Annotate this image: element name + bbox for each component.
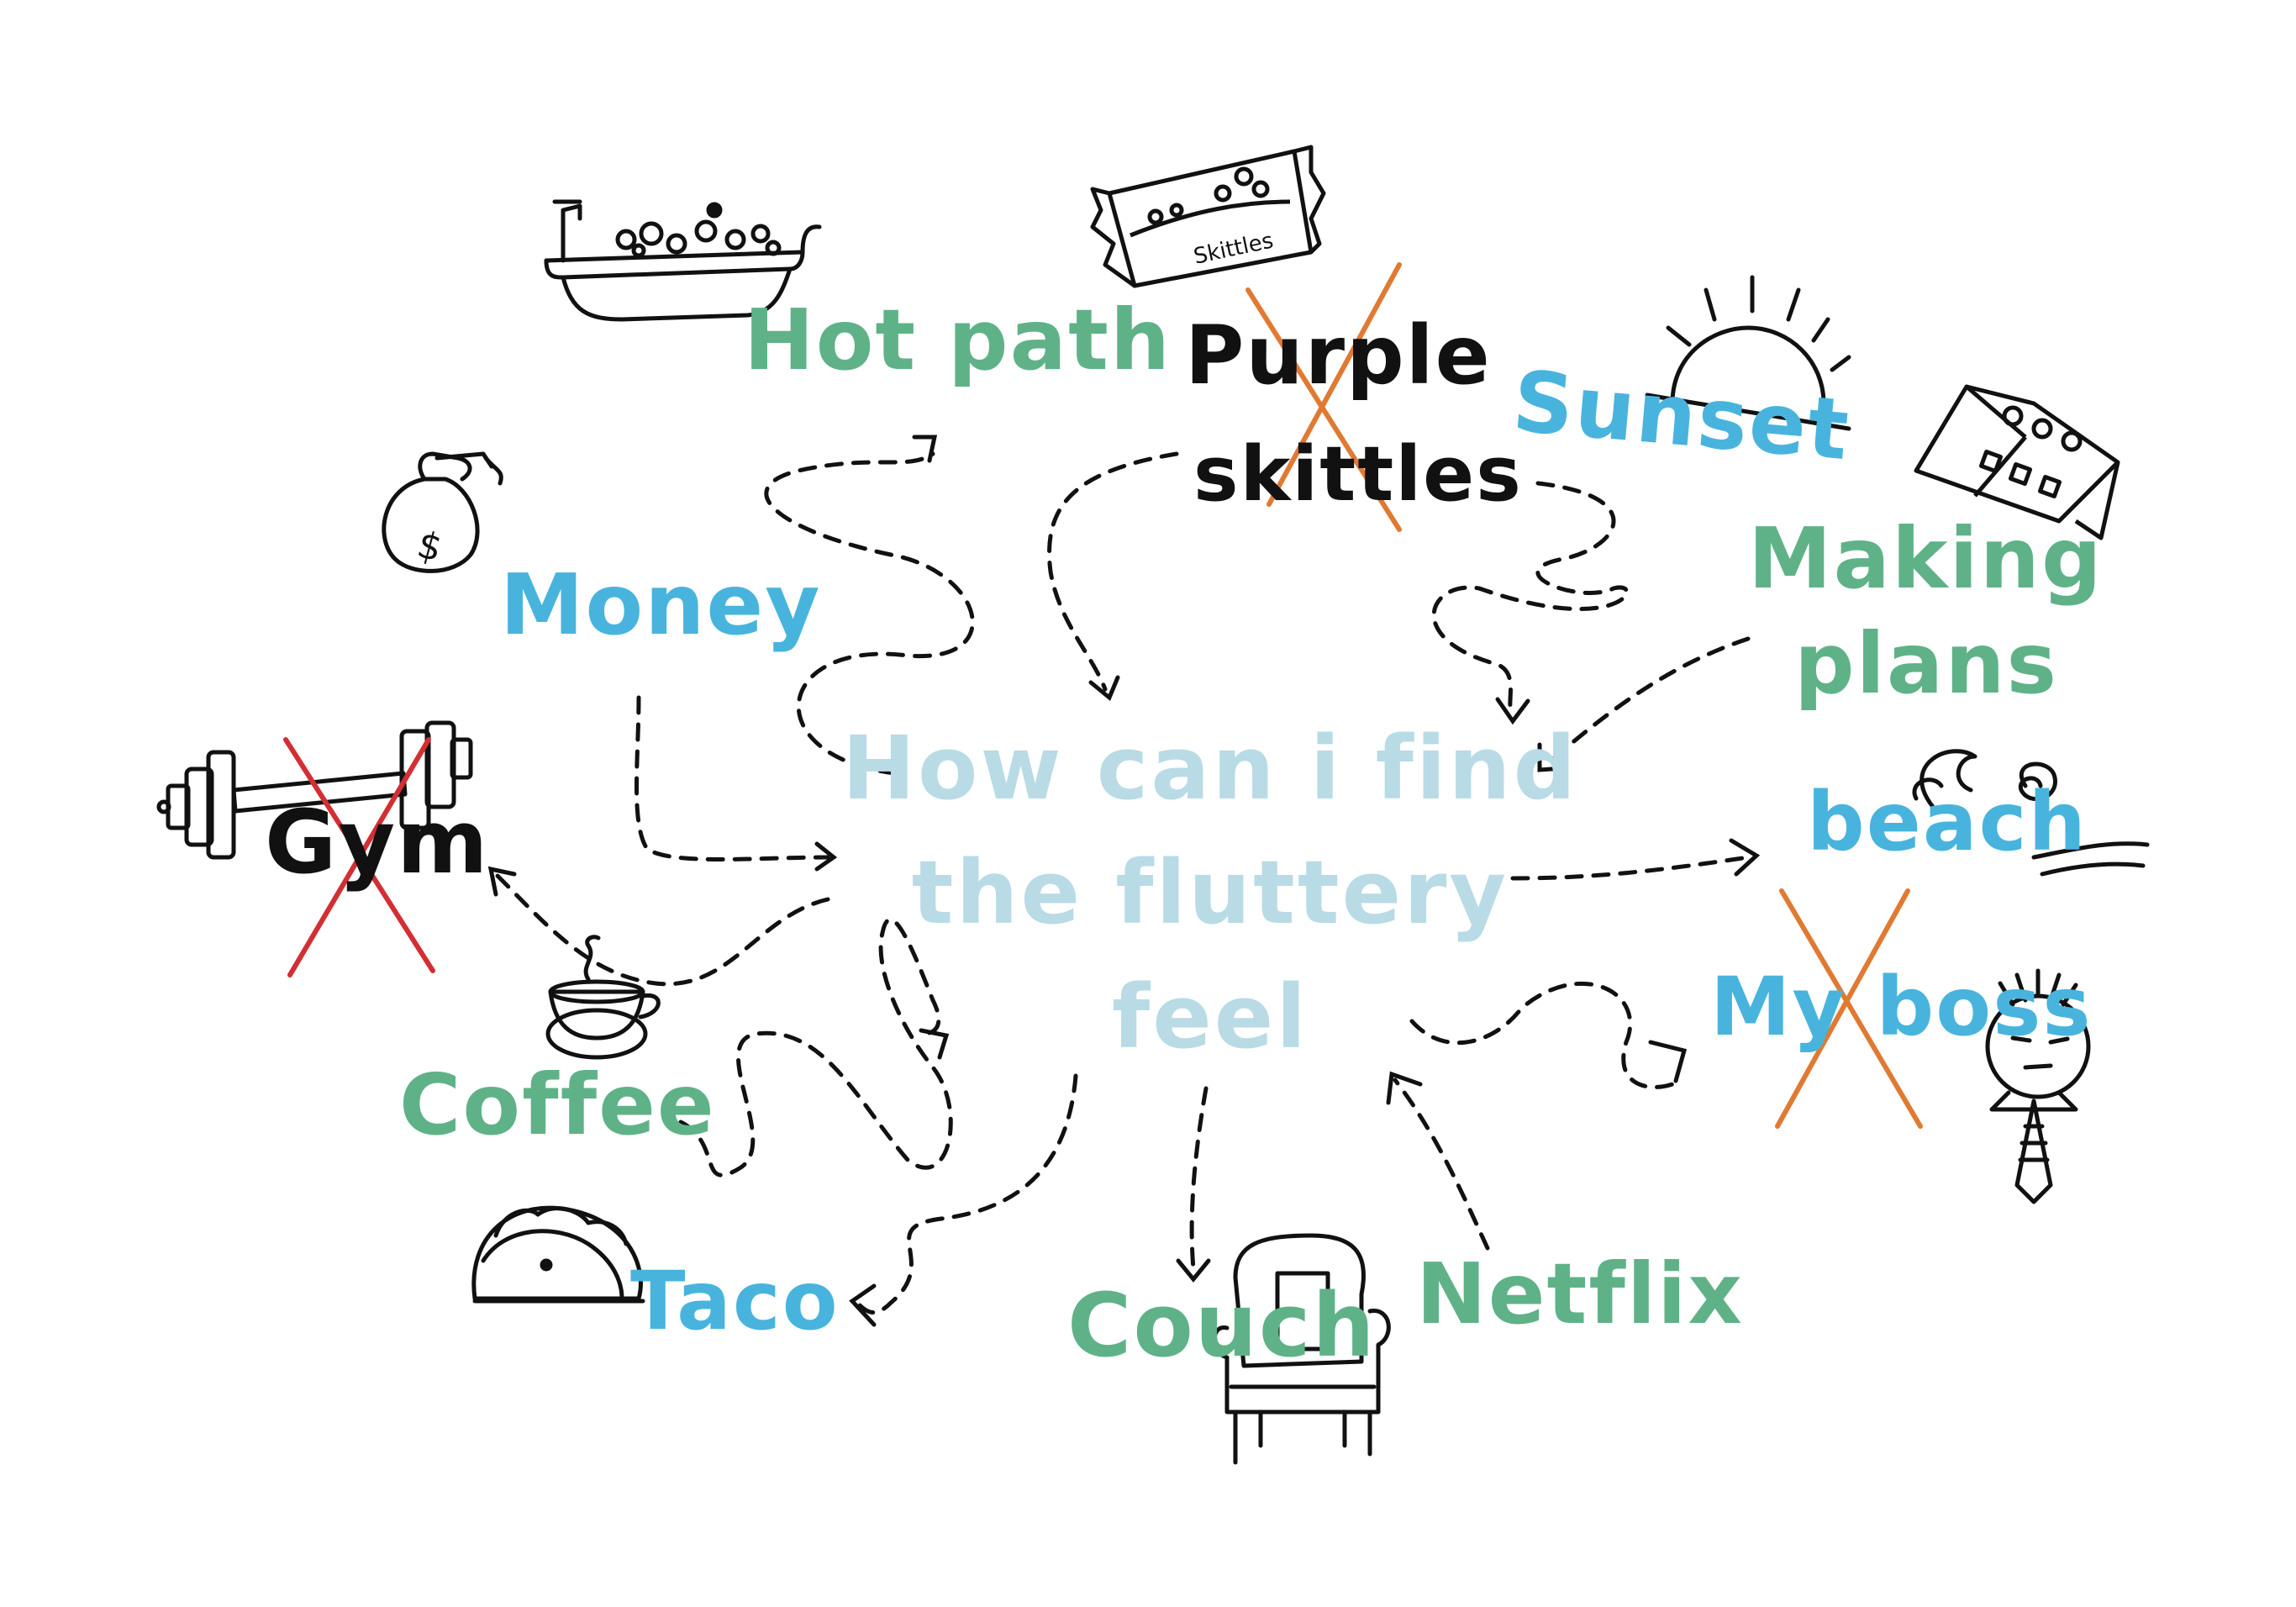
node-hot-path: Hot path (744, 291, 1172, 389)
arrowhead-netflix (1386, 1071, 1423, 1105)
arrowhead-beach (1729, 838, 1761, 877)
arrowhead-coffee (919, 1028, 950, 1060)
calendar-icon (1914, 384, 2120, 540)
central-question: How can i find the fluttery feel (840, 706, 1580, 1079)
arrowhead-couch (1176, 1258, 1211, 1283)
arrow-from-sunset (1431, 481, 1630, 717)
arrow-to-hot-path (764, 451, 975, 776)
coffee-cup-icon (545, 935, 661, 1060)
node-taco: Taco (630, 1254, 840, 1348)
arrows (487, 435, 1761, 1327)
arrowhead-gym (487, 866, 517, 897)
arrow-to-beach (1510, 855, 1751, 881)
node-purple-skittles-line1: Purple (1185, 308, 1492, 403)
node-gym: Gym (265, 791, 490, 893)
node-purple-skittles-line2: skittles (1193, 430, 1523, 519)
arrowhead-money (814, 841, 838, 872)
dumbbell-icon (156, 720, 473, 860)
strike-gym (283, 737, 435, 977)
arrow-from-making-plans (1544, 636, 1751, 767)
central-question-line-3: feel (1112, 966, 1309, 1068)
node-coffee: Coffee (399, 1056, 716, 1154)
node-netflix: Netflix (1416, 1245, 1744, 1343)
node-couch: Couch (1067, 1274, 1377, 1377)
money-bag-icon: $ (382, 451, 503, 573)
taco-icon (471, 1205, 645, 1304)
arrowhead-hot-path (912, 435, 938, 463)
node-making-plans-line2: plans (1794, 614, 2059, 713)
central-question-line-2: the fluttery (911, 841, 1509, 944)
bathtub-icon (544, 199, 822, 322)
skittles-pack-icon: Skittles (1090, 145, 1326, 288)
arrow-from-coffee (678, 917, 953, 1178)
arrow-to-couch (1189, 1086, 1209, 1272)
arrow-from-purple-skittles (1047, 451, 1179, 692)
node-my-boss: My boss (1710, 960, 2093, 1054)
node-money: Money (500, 556, 822, 654)
arrowhead-making-plans (1537, 742, 1566, 772)
arrow-to-taco (855, 1073, 1078, 1315)
money-bag-dollar: $ (413, 523, 446, 571)
arrowhead-sunset (1495, 697, 1530, 725)
strike-purple-skittles (1245, 262, 1402, 532)
central-question-line-1: How can i find (841, 717, 1579, 819)
node-making-plans-line1: Making (1748, 509, 2104, 608)
arrowhead-purple-skittles (1088, 675, 1120, 702)
armchair-icon (1212, 1233, 1391, 1465)
sun-icon (1645, 275, 1851, 431)
arrow-from-netflix (1393, 1077, 1490, 1251)
strike-my-boss (1775, 888, 1923, 1129)
arrow-to-my-boss (1409, 981, 1675, 1089)
arrow-to-gym (493, 872, 830, 987)
arrow-from-money (635, 695, 830, 861)
arrowhead-taco (849, 1283, 877, 1327)
boss-face-icon (1985, 968, 2091, 1204)
wave-icon (1912, 749, 2150, 877)
node-beach: beach (1807, 775, 2088, 869)
arrowhead-my-boss (1648, 1040, 1688, 1083)
